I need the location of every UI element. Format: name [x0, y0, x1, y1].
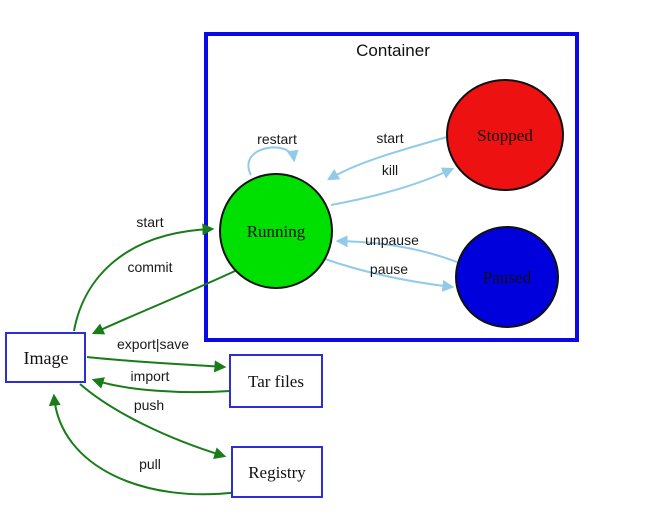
state-stopped-label: Stopped: [477, 126, 533, 145]
action-commit-arrow: [91, 270, 236, 335]
action-pull-arrow: [48, 393, 239, 496]
action-push-label: push: [134, 397, 164, 413]
state-running-circle: [219, 173, 333, 289]
state-stopped-circle: [446, 79, 564, 191]
transition-kill-arrow: [330, 167, 455, 206]
action-start-image-to-running-label: start: [136, 214, 163, 230]
action-push-arrow: [79, 383, 227, 459]
transition-unpause-label: unpause: [365, 232, 419, 248]
transition-start-stopped-to-running-label: start: [376, 130, 403, 146]
node-registry-box: [231, 446, 323, 498]
node-tar-files-label: Tar files: [248, 372, 304, 391]
container-boundary-box: [204, 32, 579, 342]
node-tar-files-box: [229, 354, 323, 408]
transition-pause-label: pause: [370, 261, 408, 277]
action-export-save-label: export|save: [117, 336, 189, 352]
transition-restart-label: restart: [257, 131, 297, 147]
node-registry-label: Registry: [248, 463, 306, 482]
transition-pause-arrow: [324, 258, 455, 292]
transition-unpause-arrow: [335, 235, 458, 263]
action-start-image-to-running-arrow: [73, 223, 215, 332]
action-import-arrow: [91, 377, 231, 394]
state-running-label: Running: [247, 222, 306, 241]
action-pull-label: pull: [139, 456, 161, 472]
state-paused-circle: [455, 226, 559, 328]
action-import-label: import: [131, 368, 170, 384]
action-export-save-arrow: [86, 356, 227, 373]
transition-start-stopped-to-running-arrow: [326, 136, 448, 181]
action-commit-label: commit: [127, 259, 172, 275]
node-image-label: Image: [24, 348, 69, 368]
node-image-box: [5, 332, 86, 383]
transition-restart-arrow: [247, 146, 299, 176]
state-paused-label: Paused: [483, 268, 532, 287]
transition-kill-label: kill: [382, 162, 398, 178]
container-title: Container: [356, 41, 430, 60]
